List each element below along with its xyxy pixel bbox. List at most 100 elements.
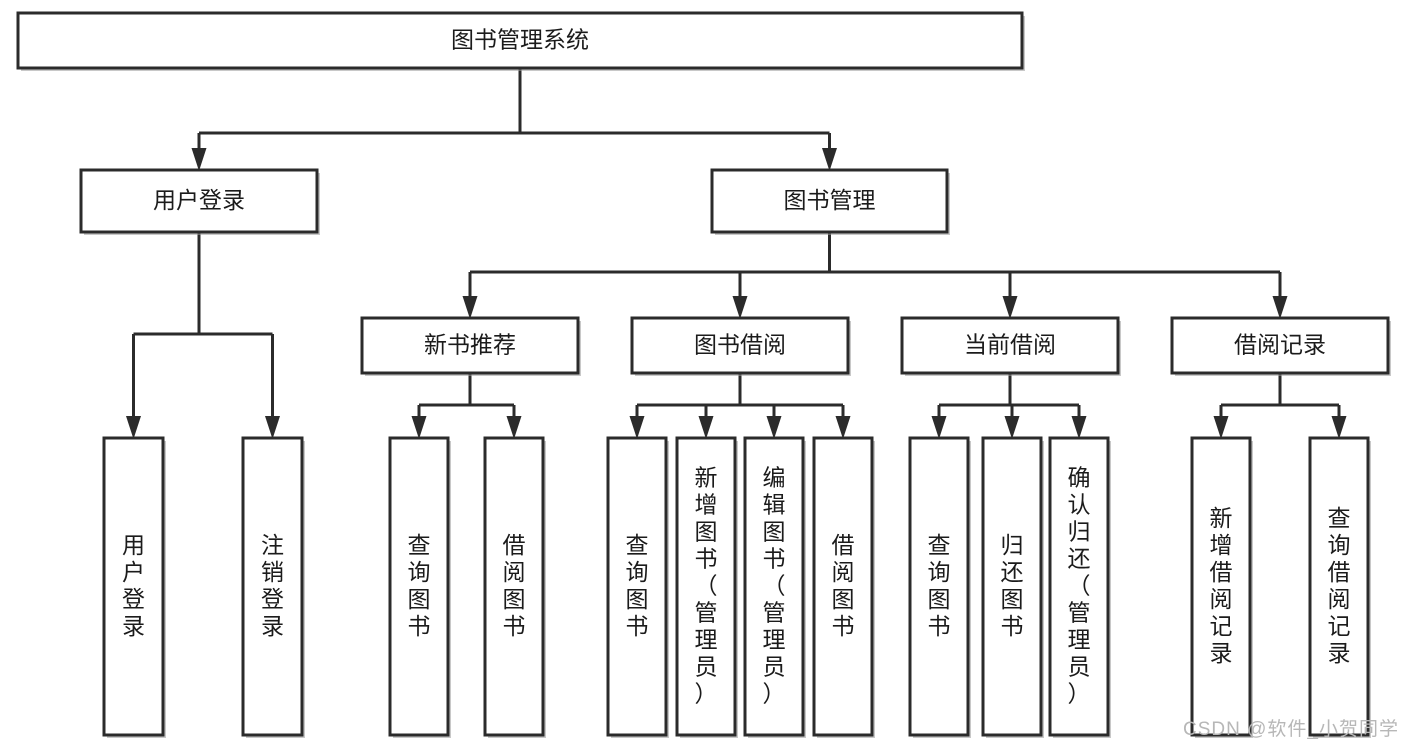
node-box[interactable]	[102, 436, 165, 737]
node-leaf-borrow-book-2[interactable]: 借阅图书借阅图书	[812, 436, 875, 738]
node-box[interactable]	[900, 316, 1120, 375]
node-box[interactable]	[981, 436, 1043, 737]
node-leaf-logout[interactable]: 注销登录注销登录	[241, 436, 305, 738]
node-leaf-return-book[interactable]: 归还图书归还图书	[981, 436, 1044, 738]
connector-group	[191, 68, 837, 171]
node-leaf-query-book-3[interactable]: 查询图书查询图书	[908, 436, 971, 738]
node-label-char: 书	[928, 613, 951, 639]
node-box[interactable]	[388, 436, 450, 737]
node-box[interactable]	[483, 436, 545, 737]
node-box[interactable]	[241, 436, 304, 737]
node-label-char: 图	[626, 586, 649, 612]
node-box[interactable]	[360, 316, 580, 375]
node-label-char: 阅	[503, 559, 526, 585]
node-label-char: 借	[1328, 559, 1351, 585]
node-label-char: 确	[1068, 465, 1091, 491]
node-label-char: （	[1068, 573, 1091, 599]
connector-group	[126, 232, 280, 439]
node-box[interactable]	[16, 11, 1024, 70]
node-label-char: 书	[763, 546, 786, 572]
connector-layer	[126, 68, 1347, 439]
node-label-char: 书	[1001, 613, 1024, 639]
node-leaf-query-book-2[interactable]: 查询图书查询图书	[606, 436, 669, 738]
node-label-char: 图	[503, 586, 526, 612]
node-label-char: ）	[763, 681, 786, 707]
arrow-head-icon	[698, 416, 714, 439]
node-label: 图书借阅	[694, 332, 786, 358]
node-current-borrow[interactable]: 当前借阅	[900, 316, 1121, 376]
node-new-book-rec[interactable]: 新书推荐	[360, 316, 581, 376]
arrow-head-icon	[822, 148, 837, 171]
node-label-char: 员	[695, 654, 718, 680]
node-label-char: 增	[1210, 532, 1233, 558]
node-box[interactable]	[630, 316, 850, 375]
node-label-char: ）	[695, 681, 718, 707]
node-label-char: 借	[1210, 559, 1233, 585]
node-leaf-user-login[interactable]: 用户登录用户登录	[102, 436, 166, 738]
node-user-login[interactable]: 用户登录	[79, 168, 320, 235]
watermark-label: CSDN @软件_小贺同学	[1183, 719, 1399, 740]
node-label-char: 录	[261, 613, 284, 639]
node-box[interactable]	[743, 436, 805, 737]
node-box[interactable]	[675, 436, 737, 737]
arrow-head-icon	[835, 416, 851, 439]
node-leaf-borrow-book-1[interactable]: 借阅图书借阅图书	[483, 436, 546, 738]
node-label-char: 记	[1328, 613, 1351, 639]
node-box[interactable]	[1170, 316, 1390, 375]
node-box[interactable]	[908, 436, 970, 737]
node-label-char: 归	[1068, 519, 1091, 545]
node-box[interactable]	[1308, 436, 1370, 737]
node-label-char: 查	[408, 532, 431, 558]
node-label-char: 图	[832, 586, 855, 612]
node-label-char: 图	[408, 586, 431, 612]
node-borrow-record[interactable]: 借阅记录	[1170, 316, 1391, 376]
node-label-char: 阅	[832, 559, 855, 585]
node-root[interactable]: 图书管理系统	[16, 11, 1025, 71]
node-label-char: 阅	[1210, 586, 1233, 612]
node-layer: 图书管理系统用户登录图书管理新书推荐图书借阅当前借阅借阅记录用户登录用户登录注销…	[16, 11, 1391, 738]
connector-group	[931, 373, 1087, 439]
node-label-char: 书	[408, 613, 431, 639]
node-label-char: 新	[1210, 505, 1233, 531]
node-label-char: 归	[1001, 532, 1024, 558]
node-label-char: 查	[1328, 505, 1351, 531]
node-box[interactable]	[79, 168, 319, 234]
node-label-char: 登	[122, 586, 145, 612]
node-label-char: 还	[1068, 546, 1091, 572]
arrow-head-icon	[462, 296, 478, 319]
node-box[interactable]	[812, 436, 874, 737]
node-label-char: 员	[1068, 654, 1091, 680]
node-leaf-query-record[interactable]: 查询借阅记录查询借阅记录	[1308, 436, 1371, 738]
node-box[interactable]	[710, 168, 949, 234]
node-box[interactable]	[1190, 436, 1252, 737]
node-label-char: 查	[928, 532, 951, 558]
node-label-char: 销	[261, 559, 284, 585]
node-label-char: 登	[261, 586, 284, 612]
node-box[interactable]	[1048, 436, 1110, 737]
node-book-borrow[interactable]: 图书借阅	[630, 316, 851, 376]
node-label-char: 理	[1068, 627, 1091, 653]
node-box[interactable]	[606, 436, 668, 737]
node-label-char: 理	[763, 627, 786, 653]
node-label-char: 认	[1068, 492, 1091, 518]
node-label-char: 用	[122, 532, 145, 558]
arrow-head-icon	[1071, 416, 1087, 439]
node-leaf-add-record[interactable]: 新增借阅记录新增借阅记录	[1190, 436, 1253, 738]
node-label-char: 图	[695, 519, 718, 545]
node-leaf-query-book-1[interactable]: 查询图书查询图书	[388, 436, 451, 738]
node-label-char: 图	[928, 586, 951, 612]
node-label-char: ）	[1068, 681, 1091, 707]
node-label-char: 借	[832, 532, 855, 558]
node-book-manage[interactable]: 图书管理	[710, 168, 950, 235]
arrow-head-icon	[1331, 416, 1347, 439]
connector-group	[1213, 373, 1347, 439]
node-label-char: 记	[1210, 613, 1233, 639]
arrow-head-icon	[931, 416, 947, 439]
node-label: 当前借阅	[964, 332, 1056, 358]
arrow-head-icon	[411, 416, 427, 439]
node-label-char: 录	[122, 613, 145, 639]
